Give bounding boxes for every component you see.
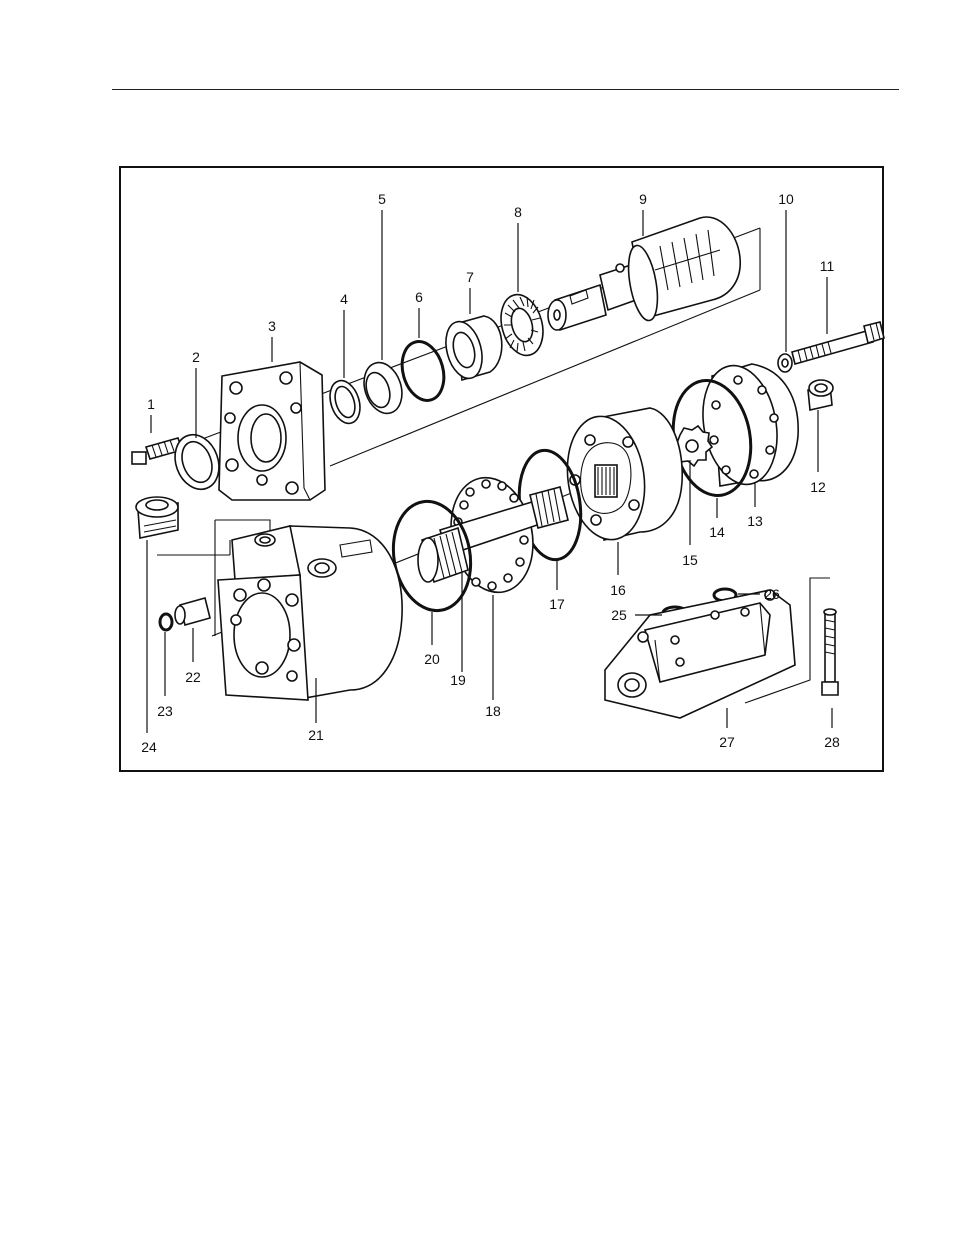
callout-12: 12 <box>810 479 826 495</box>
o-ring-23 <box>160 614 172 630</box>
check-valve-22 <box>175 598 210 625</box>
washer-10 <box>778 354 792 372</box>
callout-24: 24 <box>141 739 157 755</box>
callout-28: 28 <box>824 734 840 750</box>
callout-25: 25 <box>611 607 627 623</box>
plug-24 <box>136 497 178 538</box>
callout-23: 23 <box>157 703 173 719</box>
o-ring-6 <box>396 337 450 405</box>
manifold-27 <box>605 590 795 718</box>
bearing-race-5 <box>358 358 408 419</box>
ring-4 <box>325 377 365 427</box>
callout-4: 4 <box>340 291 348 307</box>
callout-15: 15 <box>682 552 698 568</box>
callout-17: 17 <box>549 596 565 612</box>
long-bolt-11 <box>792 322 884 364</box>
callout-5: 5 <box>378 191 386 207</box>
callout-21: 21 <box>308 727 324 743</box>
spool-shaft-9 <box>548 217 740 330</box>
callout-18: 18 <box>485 703 501 719</box>
plug-12 <box>808 380 833 410</box>
callout-27: 27 <box>719 734 735 750</box>
callout-9: 9 <box>639 191 647 207</box>
callout-11: 11 <box>820 258 835 274</box>
callout-16: 16 <box>610 582 626 598</box>
callout-26: 26 <box>764 586 780 602</box>
housing-21 <box>218 526 402 700</box>
callout-14: 14 <box>709 524 725 540</box>
gerotor-16 <box>560 408 682 545</box>
bolt-28 <box>822 609 838 695</box>
callout-2: 2 <box>192 349 200 365</box>
callout-8: 8 <box>514 204 522 220</box>
flange-plate-3 <box>219 362 325 500</box>
callout-19: 19 <box>450 672 466 688</box>
needle-bearing-8 <box>495 290 550 360</box>
callout-22: 22 <box>185 669 201 685</box>
callout-6: 6 <box>415 289 423 305</box>
bushing-7 <box>440 316 502 382</box>
callout-7: 7 <box>466 269 474 285</box>
callout-13: 13 <box>747 513 763 529</box>
callout-3: 3 <box>268 318 276 334</box>
callout-20: 20 <box>424 651 440 667</box>
callout-10: 10 <box>778 191 794 207</box>
callout-1: 1 <box>147 396 155 412</box>
